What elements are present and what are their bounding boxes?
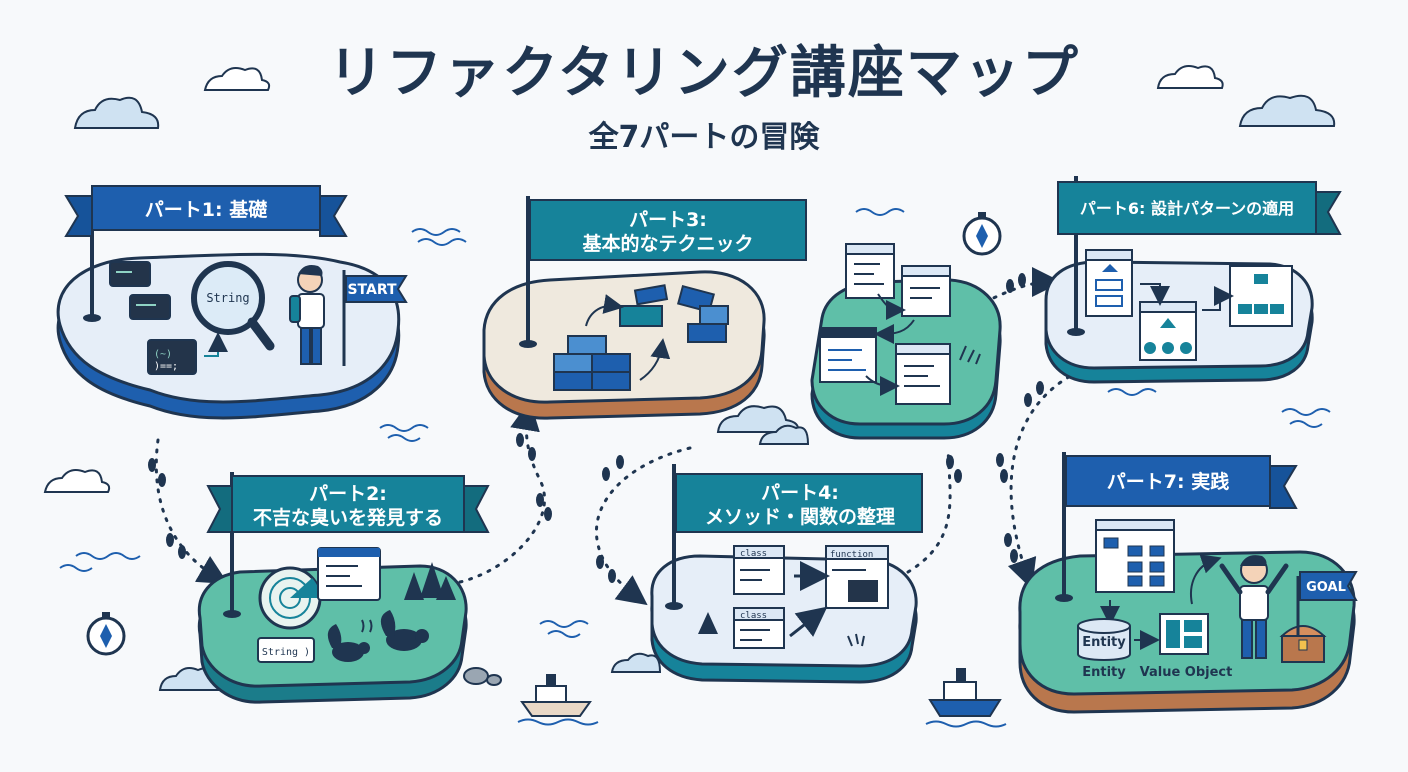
entity-label: Entity xyxy=(1082,665,1126,680)
entity-database-icon xyxy=(1077,618,1131,661)
part3-banner: パート3: 基本的なテクニック xyxy=(529,199,807,261)
string-lens-label: String xyxy=(206,291,249,305)
cloud-icon xyxy=(610,652,662,673)
radar-icon xyxy=(258,566,322,630)
wave-icon xyxy=(1107,388,1157,396)
wave-icon xyxy=(1281,408,1331,428)
part2-title-line2: 不吉な臭いを発見する xyxy=(253,506,443,529)
celebrating-character xyxy=(1219,555,1289,659)
explorer-character xyxy=(289,265,325,365)
island-part5 xyxy=(810,243,1002,440)
wave-icon xyxy=(411,228,467,246)
cloud-icon xyxy=(1156,65,1224,89)
goal-flag xyxy=(1299,571,1358,601)
skunk-icon xyxy=(327,610,429,662)
rock-icon xyxy=(463,667,502,686)
tree-icon xyxy=(404,562,456,600)
value-object-label: Value Object xyxy=(1140,665,1233,680)
boat-icon xyxy=(925,668,1007,728)
part2-banner: パート2: 不吉な臭いを発見する xyxy=(206,475,490,533)
magnifier-icon xyxy=(191,261,265,335)
part4-title-line2: メソッド・関数の整理 xyxy=(705,505,895,528)
building-blocks xyxy=(553,284,729,391)
code-snippet-2: )==; xyxy=(154,361,178,372)
footprints xyxy=(148,273,1044,583)
part1-title: パート1: 基礎 xyxy=(145,198,267,221)
wave-icon xyxy=(59,552,141,572)
part6-title: パート6: 設計パターンの適用 xyxy=(1080,199,1294,218)
part1-banner: パート1: 基礎 xyxy=(64,185,348,237)
design-pattern-diagrams xyxy=(1085,249,1293,361)
compass-icon xyxy=(86,612,126,656)
part3-title-line1: パート3: xyxy=(629,209,707,231)
part2-title-line1: パート2: xyxy=(309,483,387,505)
island-part3 xyxy=(482,196,766,420)
island-part7: Entity Entity Value Object GOAL xyxy=(1018,452,1358,714)
class-box-2-label: class xyxy=(740,611,767,621)
wave-icon xyxy=(855,208,905,216)
goal-flag-label: GOAL xyxy=(1306,580,1346,595)
cloud-icon xyxy=(203,67,271,91)
start-flag-label: START xyxy=(347,282,397,298)
code-snippet-1: (~) xyxy=(154,349,172,360)
class-box-1-label: class xyxy=(740,549,767,559)
boat-icon xyxy=(517,674,599,726)
cloud-icon xyxy=(716,405,810,445)
page-subtitle: 全7パートの冒険 xyxy=(588,120,820,155)
start-flag xyxy=(345,275,408,303)
entity-db-label: Entity xyxy=(1082,635,1126,650)
part7-banner: パート7: 実践 xyxy=(1065,455,1298,509)
cloud-icon xyxy=(73,96,160,129)
treasure-chest-icon xyxy=(1279,625,1327,663)
page-title: リファクタリング講座マップ xyxy=(328,41,1080,106)
part4-title-line1: パート4: xyxy=(761,482,839,504)
compass-icon xyxy=(962,212,1002,256)
cloud-icon xyxy=(1238,94,1336,127)
part4-banner: パート4: メソッド・関数の整理 xyxy=(675,473,923,533)
code-windows xyxy=(819,243,951,405)
island-part1: (~) )==; String START xyxy=(56,228,408,420)
island-part2: String ) xyxy=(197,472,468,704)
island-part6 xyxy=(1044,176,1314,384)
part7-title: パート7: 実践 xyxy=(1107,470,1229,493)
cloud-icon xyxy=(43,469,111,493)
string-box-label: String ) xyxy=(262,647,310,658)
function-box-label: function xyxy=(830,550,873,560)
part3-title-line2: 基本的なテクニック xyxy=(581,232,753,255)
wave-icon xyxy=(539,620,589,638)
island-part4: class class function xyxy=(650,464,918,684)
part6-banner: パート6: 設計パターンの適用 xyxy=(1057,181,1342,235)
wave-icon xyxy=(379,424,429,442)
